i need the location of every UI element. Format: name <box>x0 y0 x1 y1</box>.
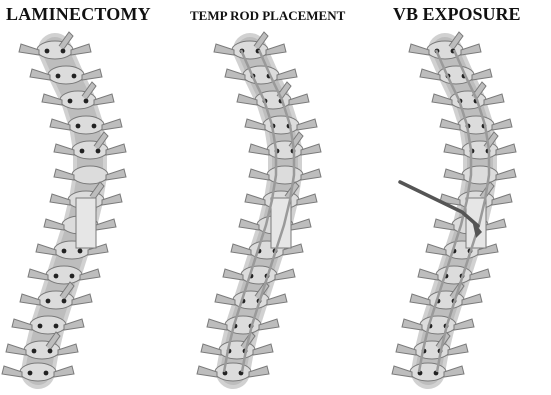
pedicle-screw <box>92 124 97 129</box>
vertebra <box>402 316 474 334</box>
vertebra <box>30 66 102 84</box>
vertebra <box>12 316 84 334</box>
pedicle-screw <box>54 274 59 279</box>
vertebra <box>245 116 317 134</box>
vertebra <box>444 166 516 184</box>
pedicle-screw <box>96 149 101 154</box>
vertebra <box>50 116 122 134</box>
pedicle-screw <box>54 324 59 329</box>
pedicle-screw <box>48 349 53 354</box>
pedicle-screw <box>44 371 49 376</box>
pedicle-screw <box>45 49 50 54</box>
pedicle-screw <box>46 299 51 304</box>
vertebra <box>223 266 295 284</box>
spine-panel-vb-exposure <box>392 32 516 381</box>
pedicle-screw <box>72 74 77 79</box>
pedicle-screw <box>32 349 37 354</box>
pedicle-screw <box>56 74 61 79</box>
vertebra <box>28 266 100 284</box>
pedicle-screw <box>78 249 83 254</box>
vertebra <box>420 66 492 84</box>
vertebra <box>225 66 297 84</box>
pedicle-screw <box>70 274 75 279</box>
pedicle-screw <box>80 149 85 154</box>
spine-panel-temp-rod <box>197 32 321 381</box>
vertebra <box>249 166 321 184</box>
pedicle-screw <box>28 371 33 376</box>
pedicle-screw <box>61 49 66 54</box>
pedicle-screw <box>62 249 67 254</box>
vertebra <box>2 363 74 381</box>
vertebra <box>440 116 512 134</box>
vertebra <box>418 266 490 284</box>
vertebra <box>207 316 279 334</box>
laminectomy-window <box>76 198 96 248</box>
pedicle-screw <box>68 99 73 104</box>
pedicle-screw <box>62 299 67 304</box>
pedicle-screw <box>38 324 43 329</box>
vertebra <box>54 166 126 184</box>
vertebra <box>392 363 464 381</box>
pedicle-screw <box>76 124 81 129</box>
spine-panel-laminectomy <box>2 32 126 381</box>
vertebra <box>197 363 269 381</box>
pedicle-screw <box>84 99 89 104</box>
